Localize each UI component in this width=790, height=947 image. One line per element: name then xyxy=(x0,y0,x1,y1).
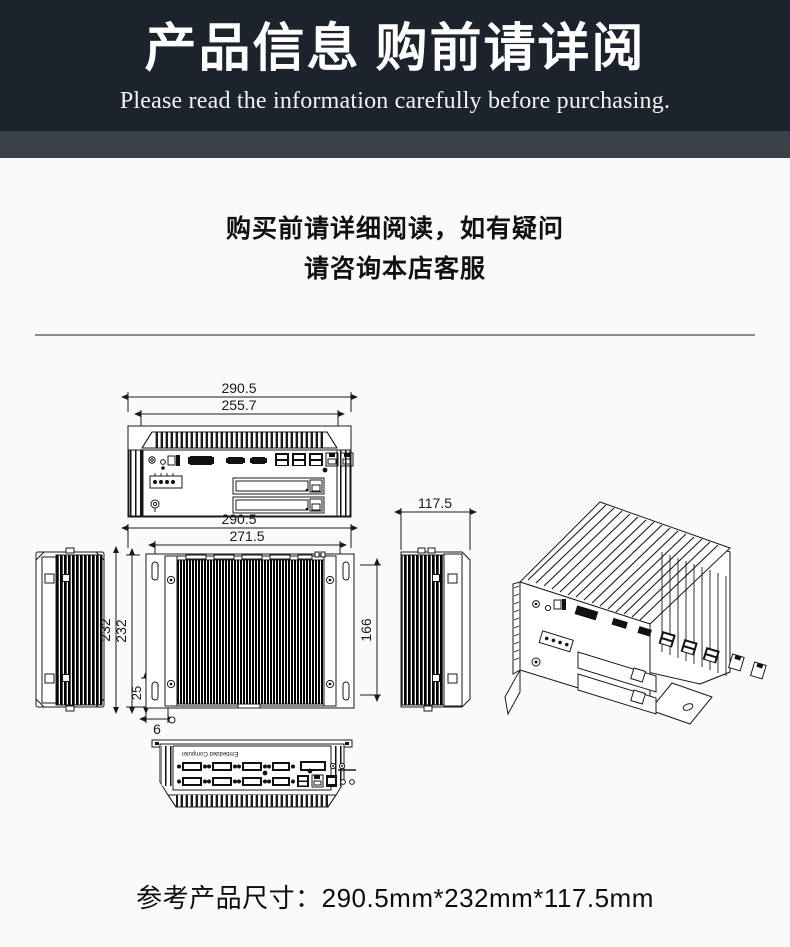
svg-text:232: 232 xyxy=(97,618,113,642)
top-plan-view: 290.5 271.5 232 25 6 166 xyxy=(113,511,381,737)
product-size-caption: 参考产品尺寸：290.5mm*232mm*117.5mm xyxy=(136,883,654,913)
rear-brand-text: Embedded Computer xyxy=(181,750,238,756)
isometric-product-view xyxy=(504,501,767,725)
front-elevation-view: 290.5 255.7 xyxy=(121,380,358,518)
svg-text:166: 166 xyxy=(358,618,374,642)
svg-text:290.5: 290.5 xyxy=(221,511,256,527)
svg-text:271.5: 271.5 xyxy=(229,528,264,544)
left-side-view: 232 xyxy=(35,546,119,714)
page-subtitle-english: Please read the information carefully be… xyxy=(119,88,671,115)
svg-text:6: 6 xyxy=(153,721,161,737)
notice-line-1: 购买前请详细阅读，如有疑问 xyxy=(225,216,564,243)
notice-block: 购买前请详细阅读，如有疑问 请咨询本店客服 xyxy=(0,158,790,290)
svg-text:25: 25 xyxy=(129,686,144,700)
svg-text:255.7: 255.7 xyxy=(221,397,256,413)
svg-text:117.5: 117.5 xyxy=(418,495,452,511)
page-title-chinese: 产品信息 购前请详阅 xyxy=(144,21,646,78)
svg-text:232: 232 xyxy=(113,619,129,643)
technical-drawing-sheet: 290.5 255.7 xyxy=(0,352,790,872)
rear-elevation-view: Embedded Computer xyxy=(151,716,356,808)
section-divider xyxy=(35,334,755,336)
right-side-view: 117.5 xyxy=(394,495,477,712)
svg-text:290.5: 290.5 xyxy=(221,380,256,396)
notice-line-2: 请咨询本店客服 xyxy=(303,256,486,283)
header-bottom-band xyxy=(0,131,790,158)
page-header: 产品信息 购前请详阅 Please read the information c… xyxy=(0,0,790,158)
